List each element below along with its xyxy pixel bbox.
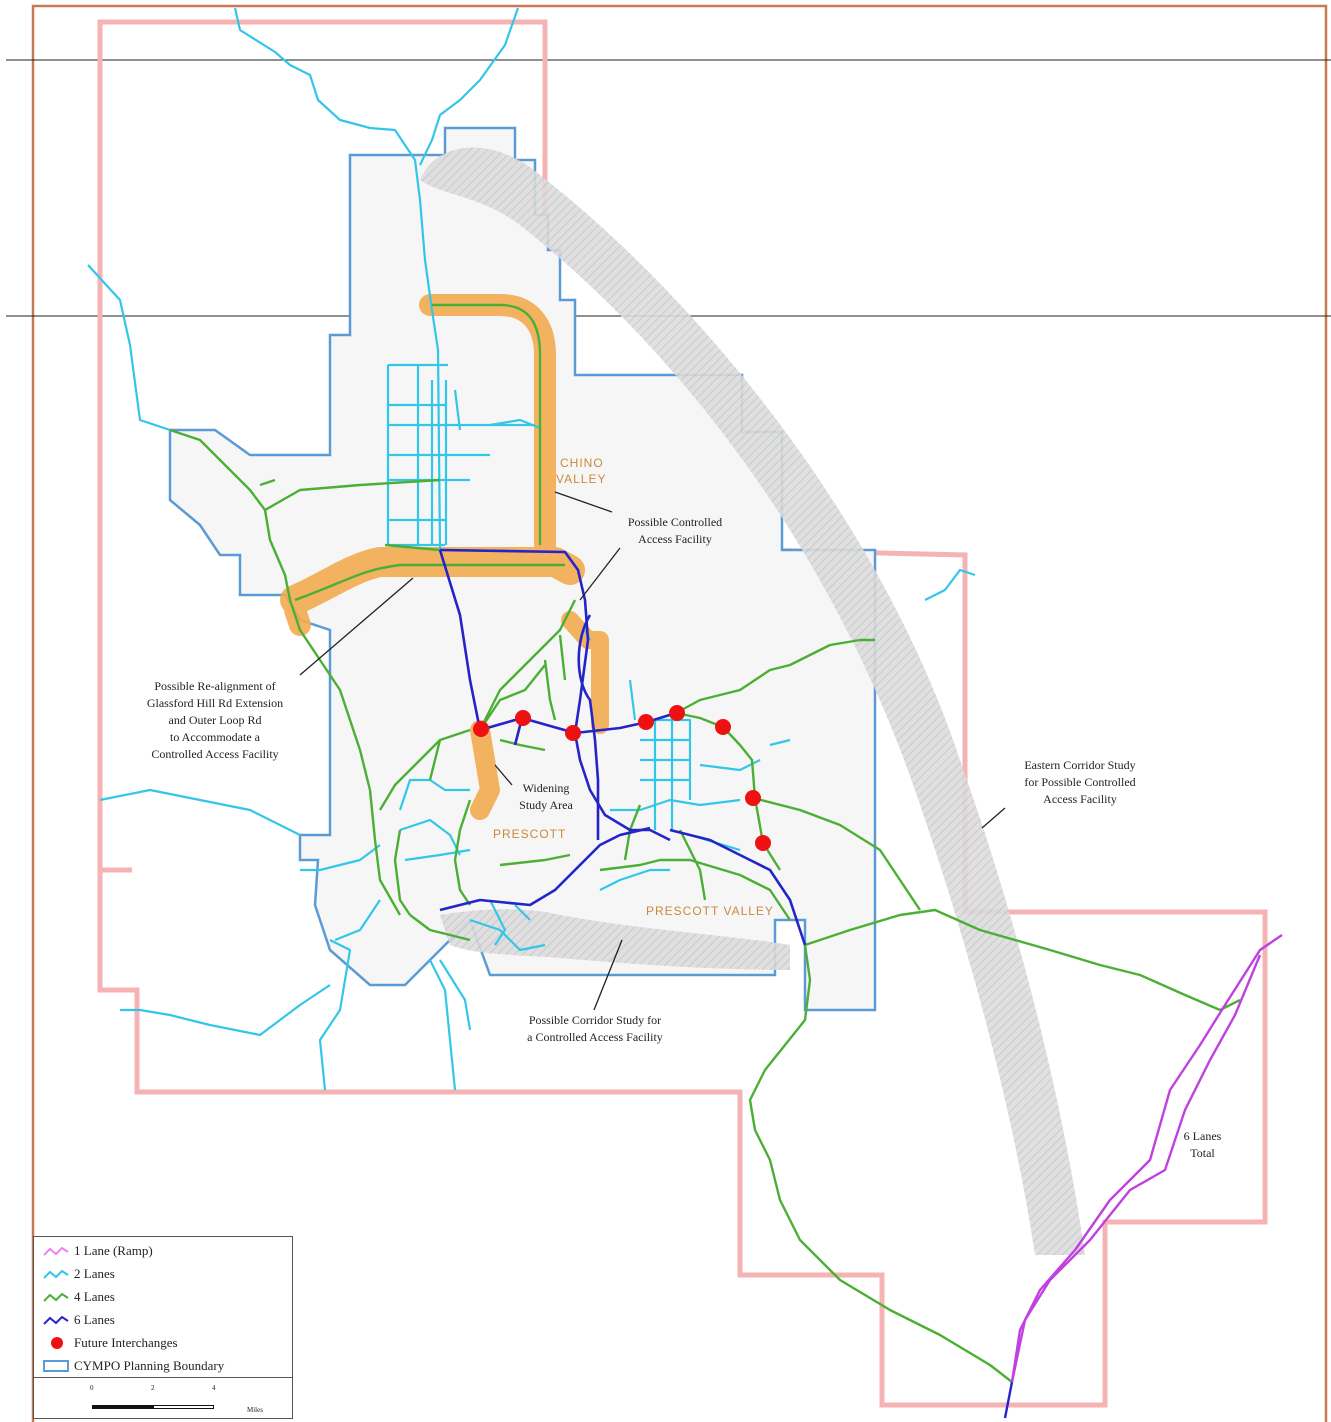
six-lane-line-icon <box>43 1315 69 1325</box>
scale-bar-segment-1 <box>92 1405 153 1409</box>
interchange-5 <box>669 705 685 721</box>
legend-label: 2 Lanes <box>74 1266 115 1281</box>
legend-label: CYMPO Planning Boundary <box>74 1358 225 1373</box>
scale-tick-0: 0 <box>90 1384 94 1392</box>
legend-label: 1 Lane (Ramp) <box>74 1243 153 1258</box>
interchange-7 <box>745 790 761 806</box>
map-frame <box>31 4 1328 1422</box>
ramp-line-icon <box>43 1246 69 1256</box>
prescott-valley-label: PRESCOTT VALLEY <box>646 904 774 918</box>
legend-item-2-lanes: 2 Lanes <box>42 1264 115 1284</box>
south-corridor-band <box>440 909 790 970</box>
legend-item-4-lanes: 4 Lanes <box>42 1287 115 1307</box>
note-six-lanes-total: 6 Lanes Total <box>1183 1129 1222 1160</box>
six-lane-roads <box>438 548 807 946</box>
map-legend: 1 Lane (Ramp) 2 Lanes 4 Lanes 6 Lanes Fu… <box>33 1236 293 1419</box>
interchange-8 <box>755 835 771 851</box>
interchange-3 <box>565 725 581 741</box>
note-widening: Widening Study Area <box>519 781 573 812</box>
legend-item-ramp: 1 Lane (Ramp) <box>42 1241 153 1261</box>
legend-item-interchanges: Future Interchanges <box>42 1333 178 1353</box>
two-lane-line-icon <box>43 1269 69 1279</box>
scale-tick-4: 4 <box>212 1384 216 1392</box>
legend-label: Future Interchanges <box>74 1335 178 1350</box>
scale-bar: 0 2 4 Miles <box>34 1377 292 1420</box>
boundary-box-icon <box>43 1360 69 1372</box>
note-corridor-study: Possible Corridor Study for a Controlled… <box>527 1013 663 1044</box>
interchange-dot-icon <box>51 1337 63 1349</box>
interchange-1 <box>473 721 489 737</box>
interchange-6 <box>715 719 731 735</box>
note-realignment: Possible Re-alignment of Glassford Hill … <box>146 679 284 761</box>
note-eastern-corridor: Eastern Corridor Study for Possible Cont… <box>1024 758 1136 806</box>
four-lane-line-icon <box>43 1292 69 1302</box>
legend-label: 6 Lanes <box>74 1312 115 1327</box>
four-lane-roads <box>169 303 1241 1383</box>
note-controlled-access: Possible Controlled Access Facility <box>627 515 723 546</box>
scale-bar-segment-2 <box>153 1405 214 1409</box>
legend-item-6-lanes: 6 Lanes <box>42 1310 115 1330</box>
scale-tick-2: 2 <box>151 1384 155 1392</box>
legend-label: 4 Lanes <box>74 1289 115 1304</box>
chino-valley-label-line2: VALLEY <box>556 472 607 486</box>
eastern-corridor-band <box>420 147 1085 1255</box>
chino-valley-label-line1: CHINO <box>560 456 604 470</box>
annotation-leaders <box>299 491 1006 1011</box>
interchange-2 <box>515 710 531 726</box>
ramp-roads <box>1010 934 1283 1383</box>
prescott-label: PRESCOTT <box>493 827 567 841</box>
scale-unit: Miles <box>247 1406 263 1414</box>
legend-item-boundary: CYMPO Planning Boundary <box>42 1356 224 1376</box>
study-area-boundary <box>97 19 1268 1408</box>
ramp-continuation <box>1003 1381 1014 1419</box>
future-interchanges <box>473 705 771 851</box>
interchange-4 <box>638 714 654 730</box>
